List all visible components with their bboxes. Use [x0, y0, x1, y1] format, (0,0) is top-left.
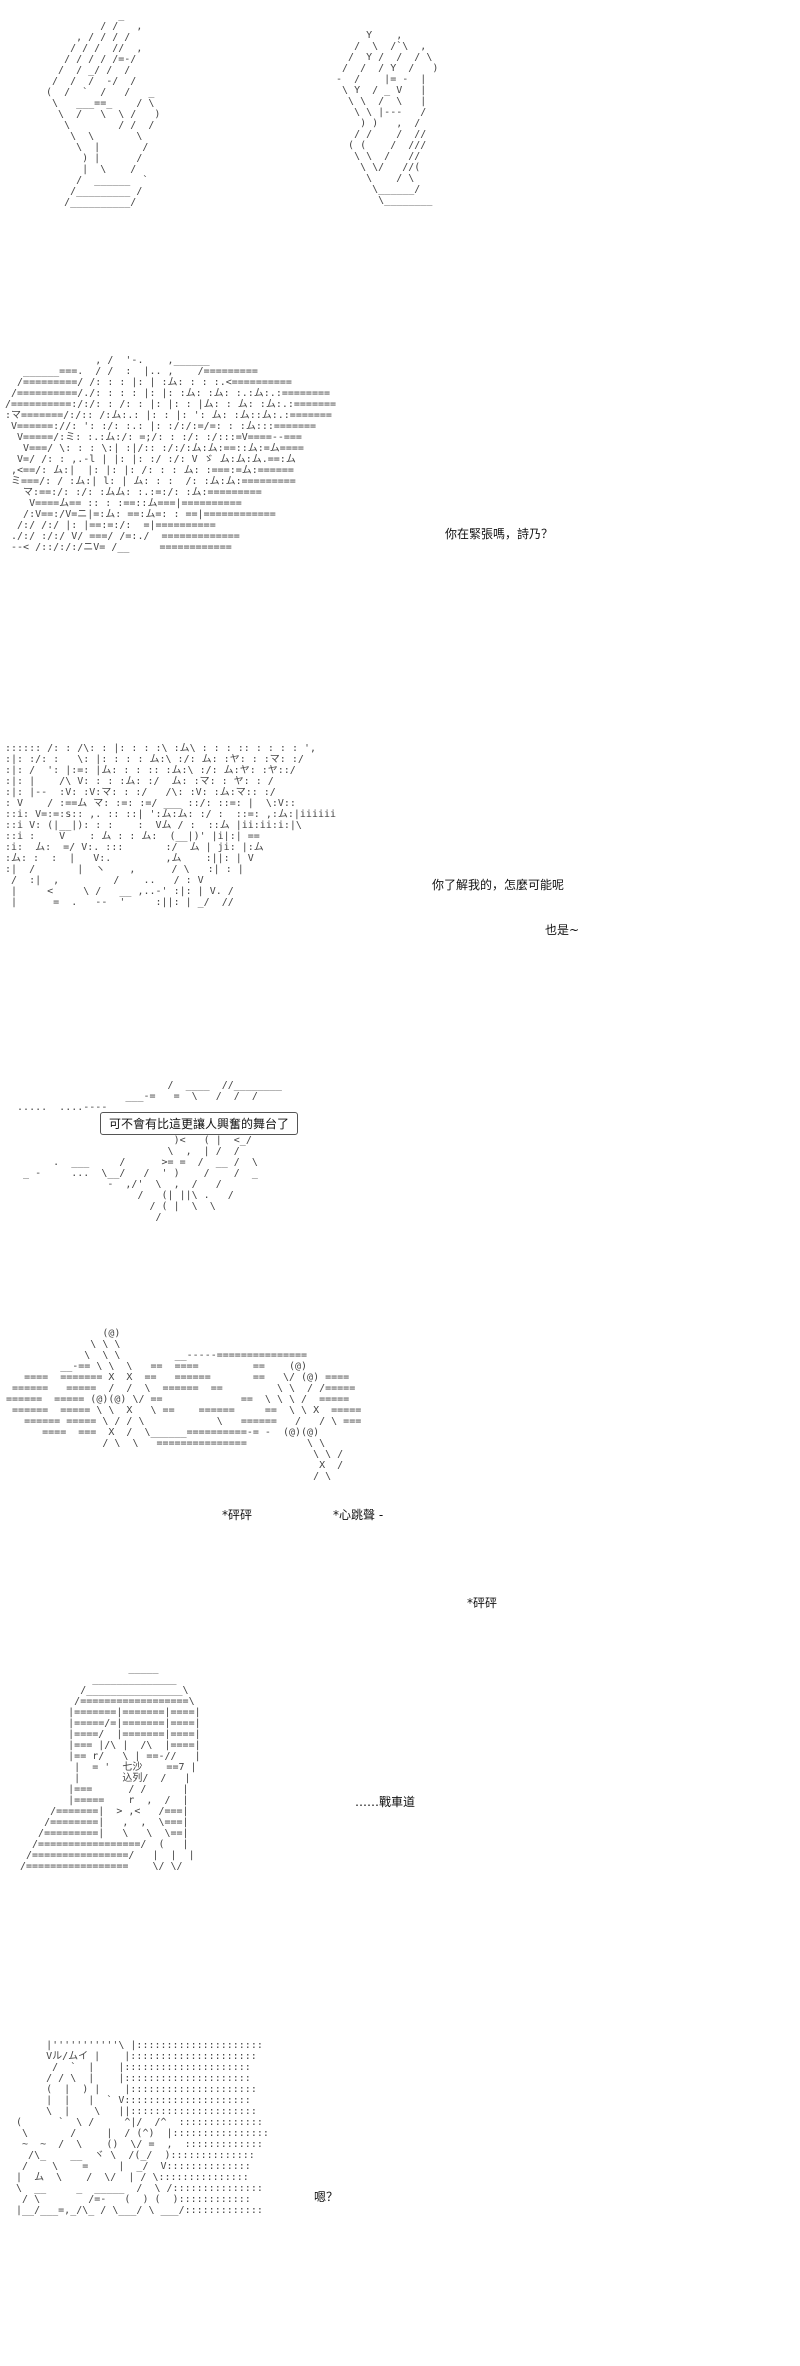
panel-hands: _ / / , , / / / / / / / // , / / / / /=-…: [0, 0, 800, 330]
dialogue-line: 你在緊張嗎，詩乃？: [445, 527, 554, 541]
panel-last: |'''''''''''\ |::::::::::::::::::::: Vル/…: [0, 2040, 800, 2366]
dialogue-line: ……戰車道: [355, 1795, 416, 1809]
dialogue-line: 你了解我的，怎麼可能呢: [432, 878, 565, 892]
dialogue-line: 嗯？: [314, 2190, 339, 2204]
ascii-art-right-hand: Y , / \ /`\ , / Y / / / \ / / / Y / ) - …: [336, 30, 439, 206]
ascii-art-girl-1: , / '-. ,______ ______===. / / : |.. , /…: [5, 355, 337, 553]
speech-balloon: 可不會有比這更讓人興奮的舞台了: [100, 1112, 299, 1135]
ascii-art-last: |'''''''''''\ |::::::::::::::::::::: Vル/…: [16, 2040, 269, 2216]
ascii-art-girl-2: :::::: /: : /\: : |: : : :\ :ム\ : : : ::…: [5, 743, 337, 908]
dialogue-line: 也是~: [545, 923, 580, 937]
sound-effect: *砰砰: [467, 1596, 498, 1610]
ascii-art-heartbeat: (@) \ \ \ \ \ \ __-----=============== _…: [6, 1328, 362, 1482]
sound-effect: *心跳聲 -: [333, 1508, 384, 1522]
ascii-art-tank-girl: _____ ______________ /________________\ …: [20, 1663, 201, 1872]
sound-effect: *砰砰: [222, 1508, 253, 1522]
panel-girl-1: , / '-. ,______ ______===. / / : |.. , /…: [0, 340, 800, 725]
ascii-art-stage: / ____ //________ ___-= = \ / / / ..... …: [17, 1080, 288, 1223]
panel-heartbeat: (@) \ \ \ \ \ \ __-----=============== _…: [0, 1318, 800, 1643]
ascii-art-left-hand: _ / / , , / / / / / / / // , / / / / /=-…: [46, 10, 161, 208]
panel-stage: / ____ //________ ___-= = \ / / / ..... …: [0, 1080, 800, 1295]
panel-tank-girl: _____ ______________ /________________\ …: [0, 1658, 800, 2028]
panel-girl-2: :::::: /: : /\: : |: : : :\ :ム\ : : : ::…: [0, 738, 800, 1068]
